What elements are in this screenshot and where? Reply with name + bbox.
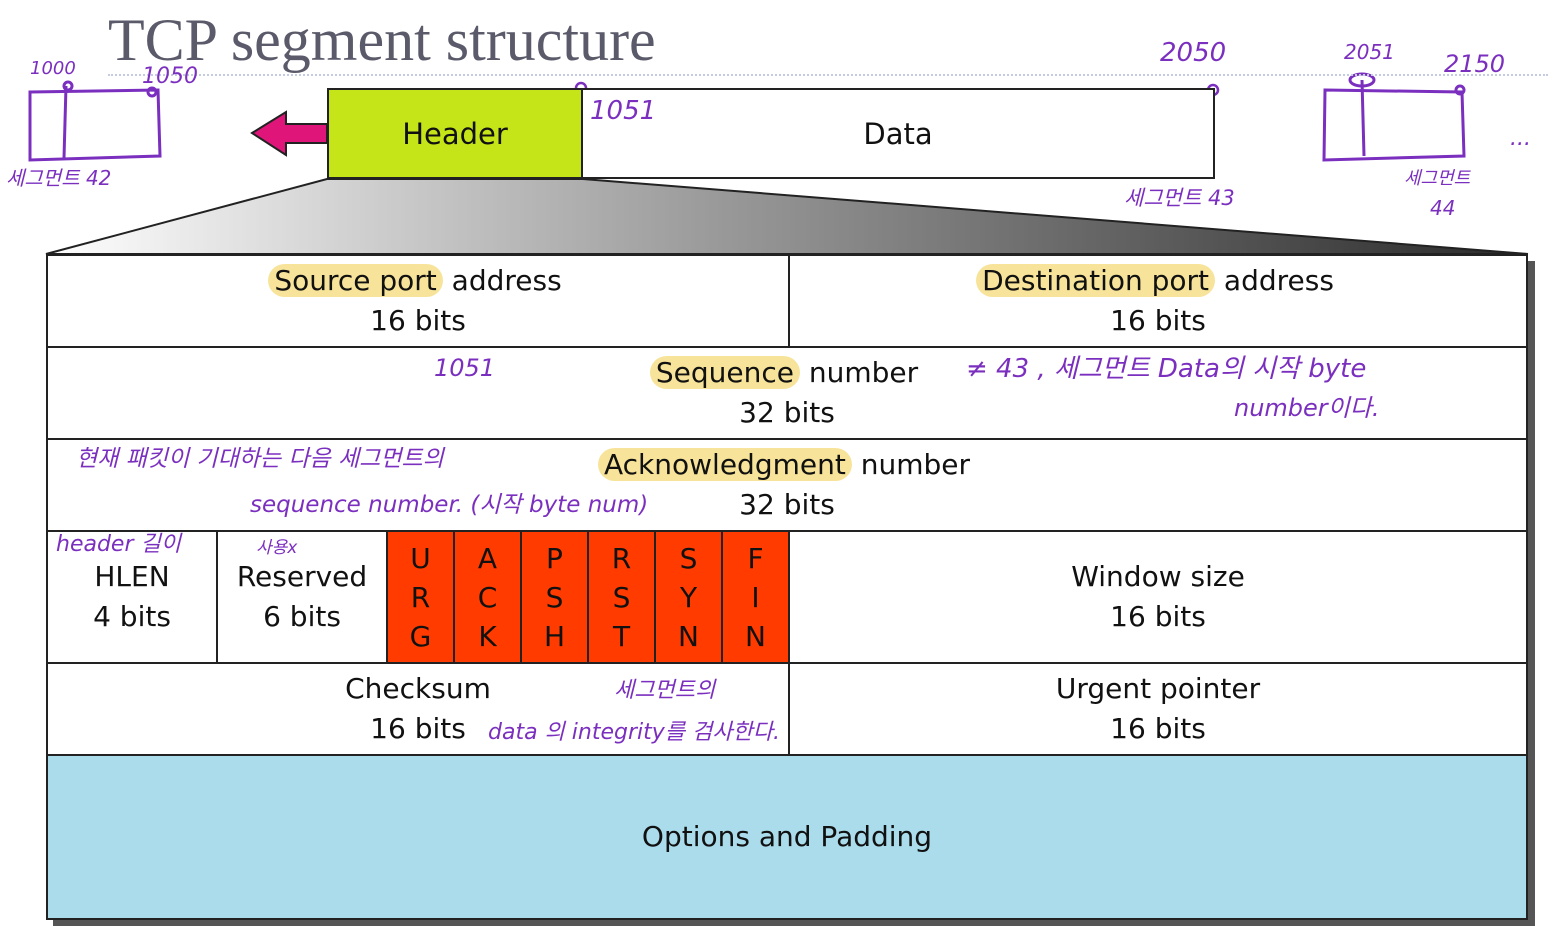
flag-letter: T (612, 619, 631, 653)
reserved-field: Reserved 6 bits (218, 532, 388, 664)
reserved-size: 6 bits (263, 600, 341, 633)
note-segment-42: 세그먼트 42 (6, 166, 112, 190)
segment-44-sketch (1322, 72, 1466, 162)
note-2150: 2150 (1444, 50, 1506, 78)
checksum-label: Checksum (345, 672, 491, 705)
flag-letter: Y (679, 580, 698, 614)
flag-letter: C (477, 580, 498, 614)
note-ack-a: 현재 패킷이 기대하는 다음 세그먼트의 (76, 446, 444, 472)
page-title: TCP segment structure (108, 7, 656, 73)
flag-letter: N (745, 619, 766, 653)
note-2051: 2051 (1344, 40, 1395, 64)
flag-letter: P (546, 541, 563, 575)
note-reserved: 사용x (256, 538, 298, 558)
note-seq-a: ≠ 43 , 세그먼트 Data의 시작 byte (966, 354, 1367, 384)
checksum-field: Checksum 16 bits (48, 664, 790, 756)
dest-port-field: Destination port address 16 bits (790, 256, 1526, 348)
hlen-field: HLEN 4 bits (48, 532, 218, 664)
segment-data-box: Data (581, 88, 1215, 179)
note-2050: 2050 (1160, 38, 1227, 68)
note-segment-43: 세그먼트 43 (1124, 186, 1235, 210)
note-1000: 1000 (30, 58, 76, 79)
note-segment-44-b: 44 (1430, 196, 1456, 220)
flag-letter: A (477, 541, 498, 575)
flag-letter: F (747, 541, 764, 575)
note-seq-b: number이다. (1234, 394, 1380, 422)
flag-letter: S (679, 541, 698, 575)
note-hlen: header 길이 (56, 532, 181, 557)
flag-letter: R (611, 541, 632, 575)
source-port-suffix: address (442, 264, 562, 297)
title-divider (108, 74, 1548, 76)
sequence-highlight: Sequence (649, 356, 800, 389)
urgent-pointer-size: 16 bits (1110, 712, 1206, 745)
sequence-suffix: number (799, 356, 919, 389)
zoom-funnel (45, 178, 1529, 255)
dest-port-size: 16 bits (1110, 304, 1206, 337)
flag-letter: N (678, 619, 699, 653)
hlen-label: HLEN (94, 560, 170, 593)
sequence-size: 32 bits (739, 396, 835, 429)
options-label: Options and Padding (641, 820, 933, 853)
dest-port-suffix: address (1215, 264, 1334, 297)
left-arrow-icon (250, 110, 328, 157)
flag-letter: R (410, 580, 431, 614)
ack-suffix: number (851, 448, 970, 481)
hlen-size: 4 bits (93, 600, 171, 633)
segment-42-sketch (28, 80, 162, 162)
note-1051-top: 1051 (590, 96, 657, 126)
note-checksum-b: data 의 integrity를 검사한다. (488, 720, 780, 745)
source-port-size: 16 bits (370, 304, 466, 337)
note-ellipsis: ... (1510, 126, 1531, 151)
note-checksum-a: 세그먼트의 (614, 678, 716, 703)
reserved-label: Reserved (236, 560, 368, 593)
dest-port-highlight: Destination port (976, 264, 1216, 297)
data-label: Data (863, 116, 933, 151)
source-port-highlight: Source port (268, 264, 443, 297)
note-ack-b: sequence number. (시작 byte num) (250, 492, 649, 518)
source-port-field: Source port address 16 bits (48, 256, 790, 348)
options-field: Options and Padding (48, 756, 1526, 918)
flag-letter: H (543, 619, 566, 653)
sequence-field: Sequence number 32 bits (48, 348, 1526, 440)
ack-size: 32 bits (739, 488, 835, 521)
urgent-pointer-field: Urgent pointer 16 bits (790, 664, 1526, 756)
urgent-pointer-label: Urgent pointer (1055, 672, 1261, 705)
window-size-field: Window size 16 bits (790, 532, 1526, 664)
header-label: Header (402, 116, 508, 151)
flag-letter: I (751, 580, 760, 614)
flag-letter: S (545, 580, 564, 614)
checksum-size: 16 bits (370, 712, 466, 745)
segment-header-box: Header (327, 88, 583, 179)
tcp-header-table: Source port address 16 bits Destination … (46, 254, 1528, 920)
window-size-label: Window size (1071, 560, 1245, 593)
note-seq-circled: 1051 (434, 354, 496, 382)
flag-letter: U (410, 541, 431, 575)
flag-letter: S (612, 580, 631, 614)
flag-letter: K (478, 619, 497, 653)
window-size-size: 16 bits (1110, 600, 1206, 633)
ack-field: Acknowledgment number 32 bits (48, 440, 1526, 532)
note-segment-44-a: 세그먼트 (1404, 168, 1471, 189)
flag-letter: G (409, 619, 432, 653)
note-1050: 1050 (142, 64, 198, 89)
ack-highlight: Acknowledgment (597, 448, 852, 481)
